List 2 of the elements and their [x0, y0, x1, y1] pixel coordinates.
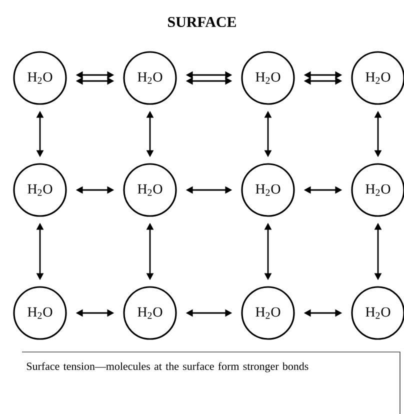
title: SURFACE [168, 17, 236, 28]
caption-box: Surface tension—molecules at the surface form stronger bonds [22, 352, 400, 414]
